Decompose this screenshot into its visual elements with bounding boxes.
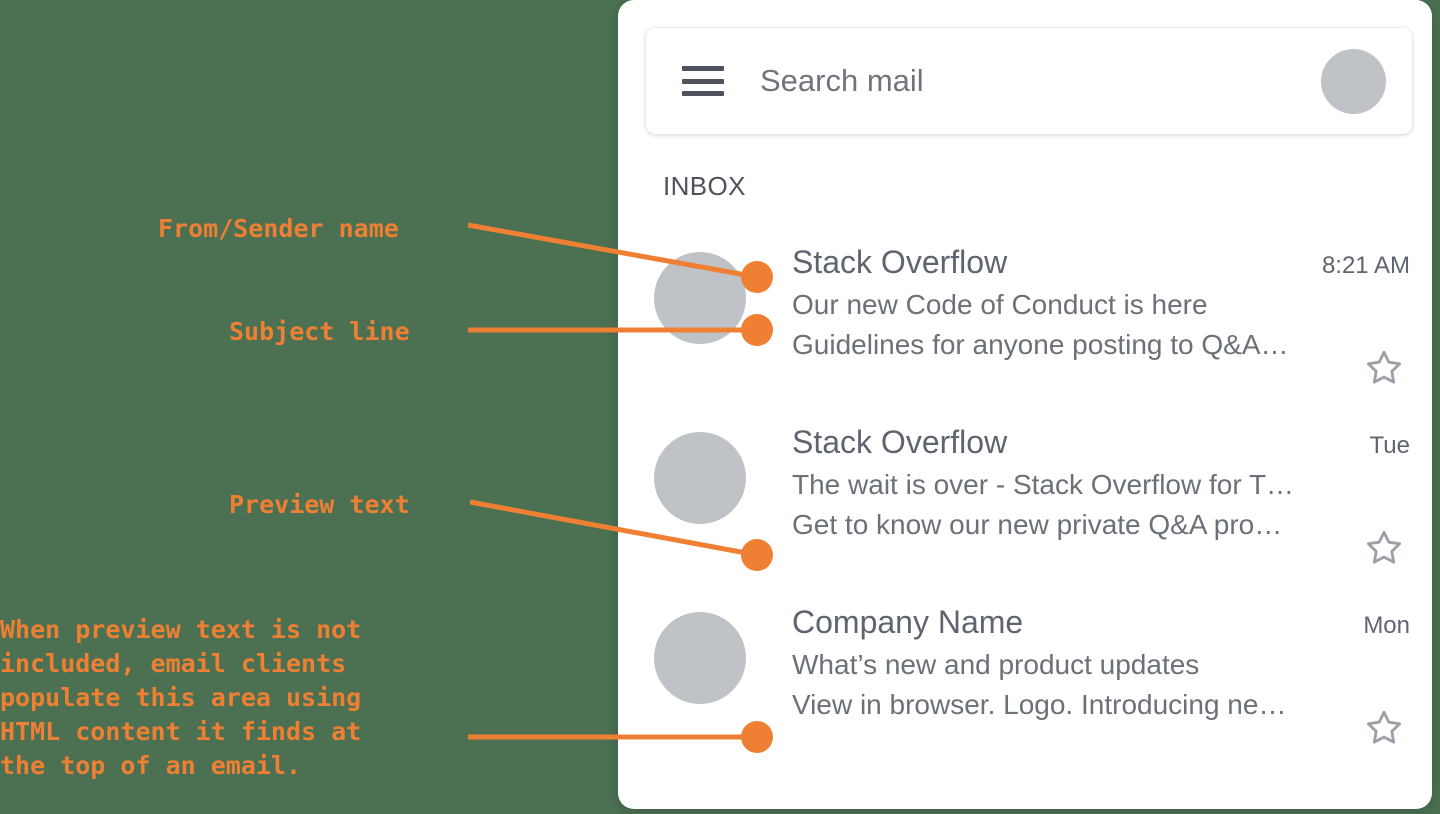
message-list: Stack Overflow 8:21 AM Our new Code of C…	[618, 232, 1432, 772]
annotation-from-sender-name: From/Sender name	[158, 214, 399, 243]
menu-icon-bar	[682, 66, 724, 71]
sender-avatar	[654, 432, 746, 524]
search-input[interactable]	[760, 63, 1321, 99]
sender-avatar	[654, 252, 746, 344]
message-content: Stack Overflow 8:21 AM Our new Code of C…	[792, 232, 1410, 361]
annotation-note: When preview text is not included, email…	[0, 615, 362, 780]
message-timestamp: Tue	[1369, 432, 1410, 459]
folder-label: INBOX	[663, 171, 746, 201]
annotation-preview-text: Preview text	[229, 490, 410, 519]
subject-line: What’s new and product updates	[792, 649, 1200, 680]
star-outline-icon[interactable]	[1364, 348, 1404, 388]
preview-text: Guidelines for anyone posting to Q&A…	[792, 329, 1289, 360]
message-row[interactable]: Company Name Mon What’s new and product …	[618, 592, 1432, 772]
message-timestamp: 8:21 AM	[1321, 252, 1410, 279]
star-outline-icon[interactable]	[1364, 708, 1404, 748]
email-client-panel: INBOX Stack Overflow 8:21 AM Our new Cod…	[618, 0, 1432, 809]
preview-text: Get to know our new private Q&A pro…	[792, 509, 1283, 540]
preview-text: View in browser. Logo. Introducing ne…	[792, 689, 1287, 720]
message-timestamp: Mon	[1363, 612, 1410, 639]
sender-avatar	[654, 612, 746, 704]
subject-line: Our new Code of Conduct is here	[792, 289, 1208, 320]
message-content: Company Name Mon What’s new and product …	[792, 592, 1410, 721]
search-bar[interactable]	[646, 28, 1412, 134]
hamburger-menu-icon[interactable]	[682, 66, 724, 96]
menu-icon-bar	[682, 91, 724, 96]
message-row[interactable]: Stack Overflow 8:21 AM Our new Code of C…	[618, 232, 1432, 412]
annotation-subject-line: Subject line	[229, 317, 410, 346]
star-outline-icon[interactable]	[1364, 528, 1404, 568]
menu-icon-bar	[682, 78, 724, 84]
subject-line: The wait is over - Stack Overflow for T…	[792, 469, 1295, 500]
sender-name: Stack Overflow	[792, 244, 1008, 280]
sender-name: Stack Overflow	[792, 424, 1008, 460]
message-row[interactable]: Stack Overflow Tue The wait is over - St…	[618, 412, 1432, 592]
sender-name: Company Name	[792, 604, 1024, 640]
message-content: Stack Overflow Tue The wait is over - St…	[792, 412, 1410, 541]
account-avatar[interactable]	[1321, 48, 1386, 114]
